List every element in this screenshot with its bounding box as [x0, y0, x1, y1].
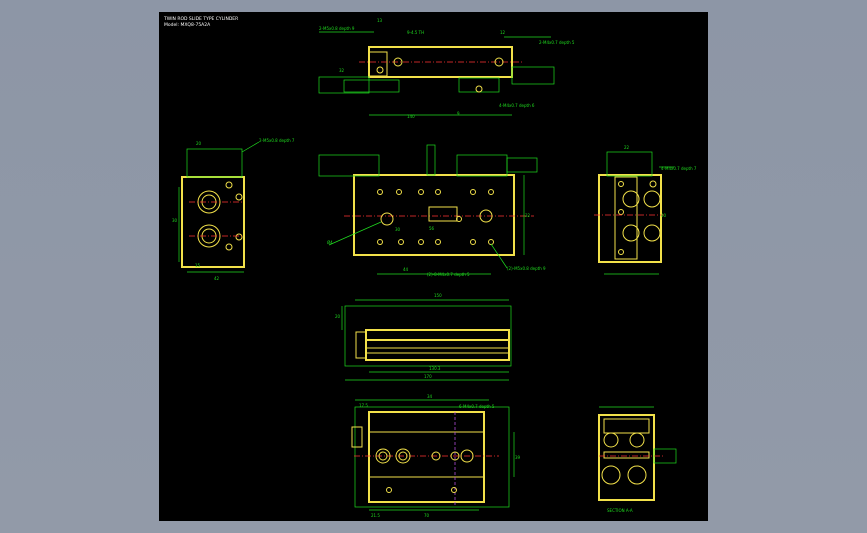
- top-view[interactable]: 2-M5x0.8 depth 9 9-4.5 TH 13 12 2-M4x0.7…: [318, 18, 575, 119]
- side-dim-4: 170: [424, 374, 432, 379]
- left-dim-4: 15: [195, 263, 201, 268]
- front-dim-12: 32: [525, 213, 531, 218]
- front-stem: [426, 144, 436, 176]
- top-dim-4: 12: [500, 30, 506, 35]
- section-bore-top: [603, 432, 619, 448]
- left-body: [181, 176, 245, 268]
- front-leader-right: [490, 243, 508, 269]
- front-cyl-mid: [456, 154, 508, 177]
- bottom-bore-row: [375, 448, 474, 464]
- right-bore-top: [622, 190, 640, 208]
- right-top-block: [606, 151, 653, 177]
- side-dim-1: 150: [434, 293, 442, 298]
- top-dim-1: 2-M5x0.8 depth 9: [319, 26, 355, 31]
- right-dim-3: 40: [661, 213, 667, 218]
- left-top-block: [186, 148, 243, 178]
- front-dim-9: (2)-8-M4x0.7 depth 5: [427, 272, 470, 277]
- left-hole-a: [225, 181, 233, 189]
- top-dim-8: 140: [407, 114, 415, 119]
- front-dim-7: (2)-M5x0.8 depth 9: [507, 266, 546, 271]
- drawing-canvas[interactable]: .ol { stroke:#f2e14a; fill:none; stroke-…: [159, 12, 708, 521]
- title-line-1: TWIN ROD SLIDE TYPE CYLINDER: [163, 16, 238, 22]
- front-cyl-right: [506, 157, 538, 173]
- left-dim-3: 30: [172, 218, 178, 223]
- bottom-dim-1: 17.5: [359, 403, 368, 408]
- left-dim-1: 2-M5x0.8 depth 7: [259, 138, 295, 143]
- top-cylinder-right: [511, 66, 555, 85]
- left-dim-2: 20: [196, 141, 202, 146]
- bottom-body: [368, 411, 485, 503]
- front-dim-2: 56: [429, 226, 435, 231]
- top-hole-right: [494, 57, 504, 67]
- right-dim-1: 22: [624, 145, 630, 150]
- side-dim-2: 20: [335, 314, 341, 319]
- top-dim-7: 4-M4x0.7 depth 6: [499, 103, 535, 108]
- front-cyl-left: [318, 154, 380, 177]
- front-view[interactable]: 30 56 Ø4 44 (2)-8-M4x0.7 depth 5 (2)-M5x…: [318, 144, 546, 277]
- bottom-dim-4: 34: [427, 394, 433, 399]
- section-bore-bottom: [601, 465, 621, 485]
- right-dim-2: 4-M4x0.7 depth 7: [661, 166, 697, 171]
- top-end-plate: [368, 51, 388, 77]
- side-view[interactable]: 150 20 130.3 170: [335, 293, 512, 381]
- top-hole-small: [376, 66, 384, 74]
- bottom-view[interactable]: 17.5 6-M4x0.7 depth 5 34 39 21.5 70: [351, 394, 521, 518]
- left-leader: [241, 141, 260, 153]
- bottom-inner: [368, 431, 485, 478]
- cad-drawing: .ol { stroke:#f2e14a; fill:none; stroke-…: [163, 16, 697, 518]
- front-dim-1: 30: [395, 227, 401, 232]
- bottom-dim-7: 70: [424, 513, 430, 518]
- top-dim-9: 9: [457, 111, 460, 116]
- top-rod: [343, 79, 400, 93]
- right-inner-plate: [614, 176, 638, 260]
- front-slot: [428, 206, 458, 222]
- bottom-outer: [354, 406, 510, 508]
- top-dim-6: 32: [339, 68, 345, 73]
- top-port-hole: [475, 85, 483, 93]
- top-hole-left: [393, 57, 403, 67]
- left-view[interactable]: 2-M5x0.8 depth 7 20 30 15 42: [172, 138, 295, 281]
- top-dim-2: 9-4.5 TH: [407, 30, 424, 35]
- bottom-end-cap: [351, 426, 363, 448]
- right-view[interactable]: 22 4-M4x0.7 depth 7 40: [594, 145, 697, 275]
- section-label: SECTION A-A: [607, 508, 633, 513]
- top-dim-3: 13: [377, 18, 383, 23]
- front-leader-left: [328, 221, 382, 246]
- bottom-dim-2: 6-M4x0.7 depth 5: [459, 404, 495, 409]
- side-end-cap: [355, 331, 367, 359]
- side-outer: [344, 305, 512, 367]
- section-side-port: [653, 448, 677, 464]
- bottom-dim-6: 21.5: [371, 513, 380, 518]
- front-bore-left: [380, 212, 394, 226]
- left-dim-5: 42: [214, 276, 220, 281]
- right-bore-bottom: [622, 224, 640, 242]
- right-body: [598, 174, 662, 263]
- side-body: [365, 329, 510, 361]
- side-dim-3: 130.3: [429, 366, 441, 371]
- front-holes-row-bottom: [377, 239, 494, 245]
- bottom-dim-5: 39: [515, 455, 521, 460]
- top-cylinder-left: [318, 76, 370, 94]
- front-dim-4: Ø4: [327, 240, 333, 245]
- front-holes-row-top: [377, 189, 494, 195]
- title-line-2: Model: MXQ8-75A2A: [164, 22, 211, 28]
- front-dim-6: 44: [403, 267, 409, 272]
- top-dim-5: 2-M4x0.7 depth 5: [539, 40, 575, 45]
- front-bore-right: [479, 209, 493, 223]
- section-view[interactable]: SECTION A-A: [598, 406, 677, 513]
- top-port-block: [458, 77, 500, 93]
